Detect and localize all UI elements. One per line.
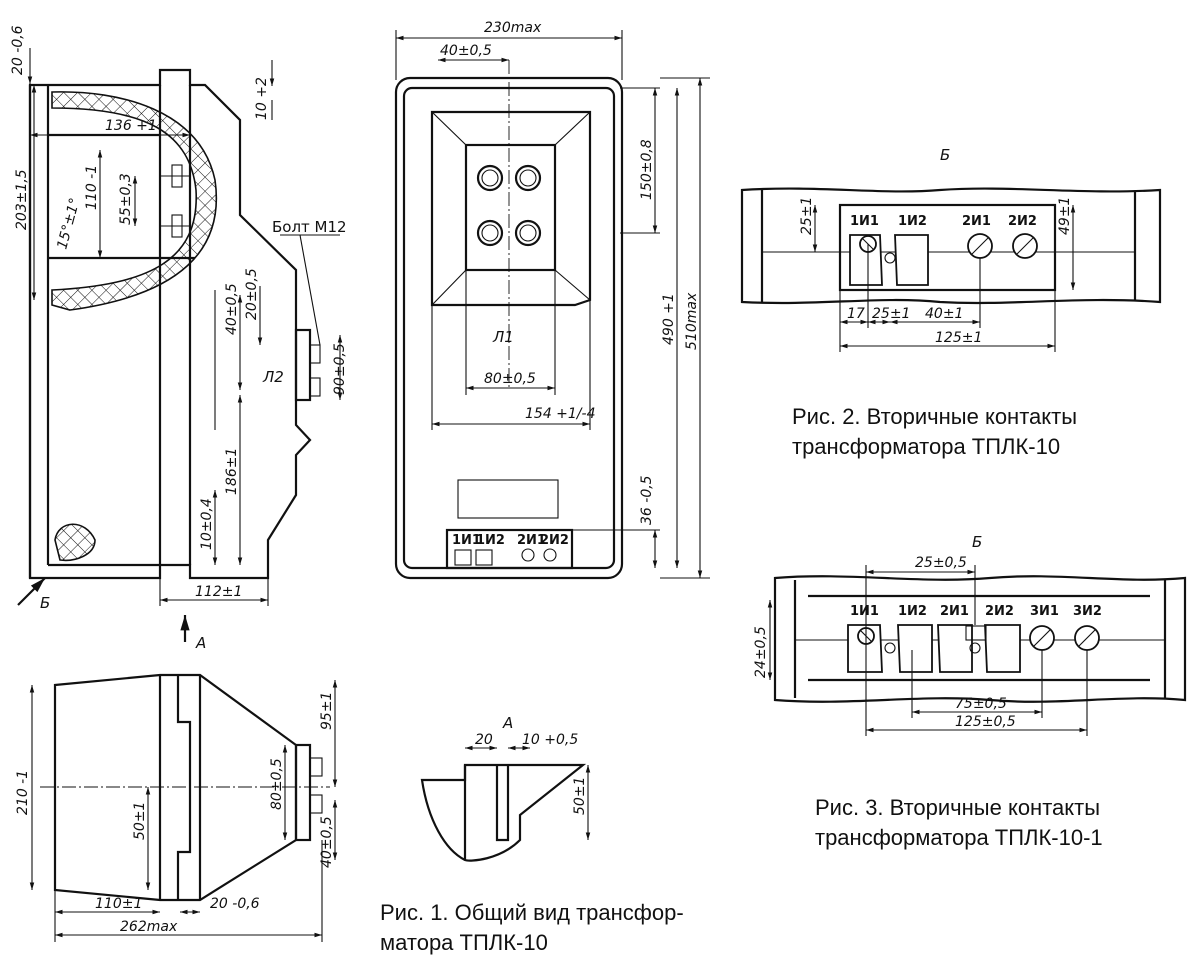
fig2-caption-line1: Рис. 2. Вторичные контакты (792, 404, 1078, 429)
dim-fig2-125: 125±1 (935, 330, 982, 346)
dim-top-80: 80±0,5 (269, 758, 285, 810)
fig2-terminal-block (838, 203, 1057, 292)
dim-fig3-75: 75±0,5 (955, 696, 1007, 712)
dim-side-90: 90±0,5 (332, 343, 348, 395)
fig1-top-view (29, 673, 338, 942)
dim-side-top-offset: 20 -0,6 (10, 25, 26, 75)
fig2-terminal-2i2: 2И2 (1008, 214, 1037, 229)
dim-side-bolt-height: 110 -1 (84, 165, 100, 210)
label-view-a: А (195, 634, 206, 652)
fig3-caption-line1: Рис. 3. Вторичные контакты (815, 795, 1101, 820)
dim-front-80: 80±0,5 (484, 371, 536, 387)
dim-fig2-25: 25±1 (872, 306, 910, 322)
fig3-secondary-contacts (767, 565, 1187, 736)
fig1-caption: Рис. 1. Общий вид трансфор- матора ТПЛК-… (380, 898, 684, 958)
front-terminal-2i1: 2И1 (517, 533, 546, 548)
front-secondary-terminal-block (445, 528, 574, 570)
dim-top-20: 20 -0,6 (210, 896, 260, 912)
label-l2: Л2 (262, 368, 284, 386)
dim-top-210: 210 -1 (15, 770, 31, 815)
fig2-terminal-1i1: 1И1 (850, 214, 879, 229)
fig3-bar-outline (773, 575, 1187, 703)
dim-view-a-50: 50±1 (572, 777, 588, 815)
label-view-b: Б (40, 594, 50, 612)
dim-front-150: 150±0,8 (639, 139, 655, 200)
dim-front-36: 36 -0,5 (639, 475, 655, 525)
dim-side-20: 20±0,5 (244, 268, 260, 320)
dim-front-154: 154 +1/-4 (525, 406, 596, 422)
front-terminal-1i2: 1И2 (476, 533, 505, 548)
fig2-caption: Рис. 2. Вторичные контакты трансформатор… (792, 402, 1077, 462)
label-l1: Л1 (492, 328, 514, 346)
dim-front-40: 40±0,5 (440, 43, 492, 59)
dim-top-40: 40±0,5 (319, 816, 335, 868)
front-nameplate (457, 479, 559, 519)
dim-side-112: 112±1 (195, 584, 242, 600)
dim-front-width: 230max (484, 20, 542, 36)
dim-fig2-49: 49±1 (1057, 197, 1073, 235)
side-body-outline (28, 68, 312, 580)
dim-side-40: 40±0,5 (224, 283, 240, 335)
fig1-side-dims: 20 -0,6 10 +2 136 +1 203±1,5 110 -1 55±0… (10, 25, 348, 652)
fig2-terminal-1i2: 1И2 (898, 214, 927, 229)
fig2-secondary-contacts (740, 187, 1162, 352)
fig2-title: Б (940, 146, 950, 164)
fig1-caption-line1: Рис. 1. Общий вид трансфор- (380, 900, 684, 925)
dim-fig2-25-vertical: 25±1 (799, 197, 815, 235)
dim-fig3-25: 25±0,5 (915, 555, 967, 571)
fig3-terminal-3i2: 3И2 (1073, 604, 1102, 619)
fig3-terminal-2i2: 2И2 (985, 604, 1014, 619)
dim-front-490: 490 +1 (661, 293, 677, 345)
fig2-terminal-2i1: 2И1 (962, 214, 991, 229)
dim-view-a-10: 10 +0,5 (522, 732, 578, 748)
fig1-top-dims: 95±1 210 -1 80±0,5 50±1 40±0,5 110±1 20 … (15, 692, 335, 935)
fig3-terminal-3i1: 3И1 (1030, 604, 1059, 619)
dim-side-depth: 136 +1 (105, 118, 157, 134)
dim-fig2-17: 17 (847, 306, 865, 322)
fig2-caption-line2: трансформатора ТПЛК-10 (792, 434, 1061, 459)
dim-side-angle: 15°±1° (54, 196, 83, 251)
fig1-front-view (394, 30, 710, 580)
dim-top-50: 50±1 (132, 802, 148, 840)
dim-side-186: 186±1 (224, 448, 240, 495)
fig1-front-dims: 230max 40±0,5 150±0,8 490 +1 510max 80±0… (440, 20, 700, 548)
front-window (430, 110, 592, 307)
dim-top-262: 262max (120, 919, 178, 935)
side-base-section (54, 523, 96, 562)
dim-fig3-125: 125±0,5 (955, 714, 1016, 730)
dim-side-height: 203±1,5 (14, 169, 30, 230)
dim-fig3-24: 24±0,5 (753, 626, 769, 678)
fig2-labels: Б 1И1 1И2 2И1 2И2 25±1 49±1 17 25±1 40±1… (799, 146, 1073, 346)
front-primary-block (464, 143, 557, 272)
dim-view-a-20: 20 (475, 732, 493, 748)
dim-side-bolt-spacing: 55±0,3 (118, 173, 134, 225)
fig3-labels: Б 1И1 1И2 2И1 2И2 3И1 3И2 25±0,5 24±0,5 … (753, 533, 1102, 730)
fig1-side-view (17, 48, 343, 642)
fig3-caption-line2: трансформатора ТПЛК-10-1 (815, 825, 1103, 850)
view-a-title: А (502, 714, 513, 732)
side-insulation-section (51, 91, 218, 311)
dim-fig2-40: 40±1 (925, 306, 963, 322)
dim-front-510: 510max (684, 292, 700, 350)
dim-top-110: 110±1 (95, 896, 142, 912)
fig3-terminal-1i2: 1И2 (898, 604, 927, 619)
dim-side-10: 10±0,4 (199, 498, 215, 550)
fig3-terminal-2i1: 2И1 (940, 604, 969, 619)
fig1-view-a: А 20 10 +0,5 50±1 (420, 714, 591, 862)
front-terminal-1i1: 1И1 (452, 533, 481, 548)
dim-top-95: 95±1 (319, 692, 335, 730)
fig2-bar-outline (740, 187, 1162, 305)
dim-side-cap: 10 +2 (254, 77, 270, 120)
front-terminal-2i2: 2И2 (540, 533, 569, 548)
top-body-outline (53, 673, 298, 902)
label-bolt-m12: Болт М12 (272, 218, 347, 236)
fig3-terminal-1i1: 1И1 (850, 604, 879, 619)
fig3-title: Б (972, 533, 982, 551)
fig3-caption: Рис. 3. Вторичные контакты трансформатор… (815, 793, 1103, 853)
fig1-caption-line2: матора ТПЛК-10 (380, 930, 548, 955)
